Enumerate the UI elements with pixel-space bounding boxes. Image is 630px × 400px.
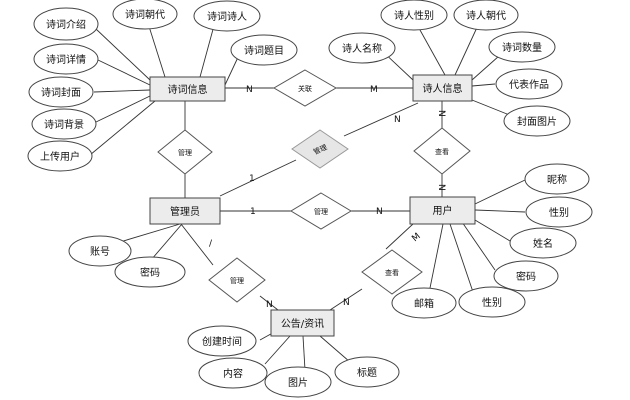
attr-user-gender-2[interactable]: 性别 <box>458 286 526 318</box>
entity-poet-info-label: 诗人信息 <box>423 82 463 95</box>
attr-poem-background[interactable]: 诗词背景 <box>31 108 97 140</box>
relation-manage-poem[interactable]: 管理 <box>157 129 213 175</box>
relation-view-notice-label: 查看 <box>385 268 399 277</box>
attr-poem-uploader[interactable]: 上传用户 <box>27 140 93 172</box>
relation-manage-notice[interactable]: 管理 <box>208 257 266 303</box>
attr-poet-works-label: 代表作品 <box>509 78 549 91</box>
attr-poem-dynasty-label: 诗词朝代 <box>125 8 165 21</box>
cardinality-labels: N M 1 N 1 N N N / N N M <box>209 85 446 310</box>
attr-user-email[interactable]: 邮箱 <box>391 287 457 319</box>
attr-poet-dynasty[interactable]: 诗人朝代 <box>453 0 519 31</box>
attr-admin-account-label: 账号 <box>90 246 110 258</box>
attr-admin-account[interactable]: 账号 <box>68 235 132 267</box>
relation-manage-user-label: 管理 <box>314 207 328 216</box>
entity-admin[interactable]: 管理员 <box>149 197 221 225</box>
diagram-edges <box>89 19 526 371</box>
relation-view-notice[interactable]: 查看 <box>361 249 423 295</box>
entity-user-label: 用户 <box>433 204 453 217</box>
attr-user-gender[interactable]: 性别 <box>525 196 593 228</box>
card-admin-manage-notice: / <box>209 239 213 249</box>
attr-poet-cover[interactable]: 封面图片 <box>503 105 571 137</box>
attr-poem-title[interactable]: 诗词题目 <box>230 34 298 66</box>
relation-assoc-label: 关联 <box>298 84 312 93</box>
attr-poet-name-label: 诗人名称 <box>342 42 382 55</box>
relation-manage-user[interactable]: 管理 <box>290 192 352 230</box>
card-poet-view: N <box>436 110 446 117</box>
card-admin-manage-user: 1 <box>250 207 256 217</box>
attr-notice-content[interactable]: 内容 <box>198 357 268 389</box>
attr-poem-dynasty[interactable]: 诗词朝代 <box>112 0 178 30</box>
attr-poem-detail-label: 诗词详情 <box>46 53 86 66</box>
attr-poet-gender[interactable]: 诗人性别 <box>380 0 448 31</box>
attr-user-password-label: 密码 <box>516 270 536 283</box>
attr-user-name[interactable]: 姓名 <box>509 227 577 259</box>
attr-notice-time[interactable]: 创建时间 <box>187 325 257 357</box>
attr-poem-cover[interactable]: 诗词封面 <box>28 76 94 108</box>
card-user-view-notice: M <box>410 232 422 245</box>
card-admin-manage-poet: 1 <box>249 174 255 184</box>
attr-user-gender-2-label: 性别 <box>482 296 502 309</box>
attr-user-nickname[interactable]: 昵称 <box>524 163 590 195</box>
card-poem-assoc: N <box>246 85 253 95</box>
attr-poem-detail[interactable]: 诗词详情 <box>33 43 99 75</box>
attr-notice-image-label: 图片 <box>288 376 308 389</box>
attr-user-nickname-label: 昵称 <box>547 173 567 186</box>
card-view-user: N <box>436 184 446 191</box>
attr-poet-count[interactable]: 诗词数量 <box>488 31 556 63</box>
attr-user-name-label: 姓名 <box>533 237 553 250</box>
relation-manage-poem-label: 管理 <box>178 148 192 157</box>
attr-notice-content-label: 内容 <box>223 367 243 380</box>
attr-user-email-label: 邮箱 <box>414 297 434 310</box>
attr-notice-title[interactable]: 标题 <box>334 356 400 388</box>
attr-admin-password-label: 密码 <box>140 266 160 279</box>
entity-user[interactable]: 用户 <box>409 196 476 225</box>
card-manage-user-user: N <box>376 207 383 217</box>
attr-poet-dynasty-label: 诗人朝代 <box>466 9 506 22</box>
entity-poem-info-label: 诗词信息 <box>168 83 208 96</box>
attr-poem-poet-label: 诗词诗人 <box>207 10 247 23</box>
attr-poet-cover-label: 封面图片 <box>517 115 557 128</box>
attr-notice-time-label: 创建时间 <box>202 335 242 348</box>
card-manage-notice-notice: N <box>266 300 273 310</box>
attr-poem-background-label: 诗词背景 <box>44 118 84 131</box>
attr-user-password[interactable]: 密码 <box>493 260 559 292</box>
attr-poet-works[interactable]: 代表作品 <box>495 68 563 100</box>
relation-manage-poet[interactable]: 管理 <box>291 129 349 169</box>
attr-notice-title-label: 标题 <box>357 367 377 379</box>
attr-notice-image[interactable]: 图片 <box>264 366 332 398</box>
relation-view-poet[interactable]: 查看 <box>413 127 471 175</box>
attr-poem-poet[interactable]: 诗词诗人 <box>193 0 261 32</box>
relation-manage-notice-label: 管理 <box>230 276 244 285</box>
entity-notice-label: 公告/资讯 <box>281 317 324 330</box>
attr-user-gender-label: 性别 <box>549 206 569 219</box>
entity-poet-info[interactable]: 诗人信息 <box>412 74 473 102</box>
attr-poem-cover-label: 诗词封面 <box>41 86 81 99</box>
attr-poet-name[interactable]: 诗人名称 <box>328 32 396 64</box>
attr-admin-password[interactable]: 密码 <box>114 256 186 288</box>
attr-poem-intro[interactable]: 诗词介绍 <box>33 7 99 41</box>
card-manage-poet-poet: N <box>394 115 401 125</box>
attr-poem-title-label: 诗词题目 <box>244 44 284 57</box>
attr-poet-count-label: 诗词数量 <box>502 41 542 54</box>
attr-poet-gender-label: 诗人性别 <box>394 9 434 22</box>
card-view-notice-notice: N <box>343 298 350 308</box>
relation-assoc[interactable]: 关联 <box>273 69 337 107</box>
card-assoc-poet: M <box>370 85 378 95</box>
entity-admin-label: 管理员 <box>170 205 200 218</box>
attr-poem-intro-label: 诗词介绍 <box>46 18 86 31</box>
attr-poem-uploader-label: 上传用户 <box>40 150 80 163</box>
entity-notice[interactable]: 公告/资讯 <box>270 309 335 337</box>
relation-view-poet-label: 查看 <box>435 147 449 156</box>
entity-poem-info[interactable]: 诗词信息 <box>149 76 226 102</box>
